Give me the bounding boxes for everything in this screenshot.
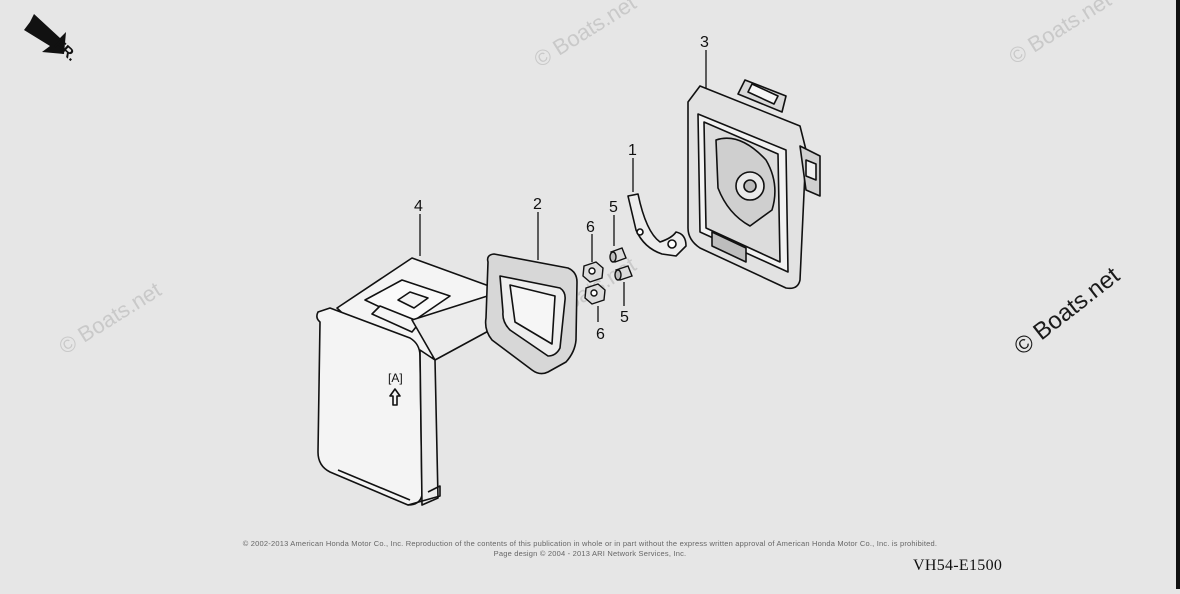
callout-5-upper: 5 bbox=[609, 199, 618, 216]
leader-lines bbox=[419, 50, 707, 322]
collar-upper bbox=[609, 247, 627, 263]
callout-2: 2 bbox=[533, 196, 542, 213]
watermark-text: © Boats.net bbox=[529, 0, 640, 72]
air-cleaner-base bbox=[687, 79, 821, 290]
callout-5-lower: 5 bbox=[620, 309, 629, 326]
background-watermarks: © Boats.net © Boats.net © Boats.net © Bo… bbox=[54, 0, 1115, 359]
collar-lower bbox=[614, 265, 633, 281]
air-filter-element bbox=[484, 253, 578, 375]
watermark-text: © Boats.net bbox=[1004, 0, 1115, 69]
watermark-text: © Boats.net bbox=[54, 277, 165, 359]
nut-upper bbox=[582, 261, 604, 283]
callout-6-lower: 6 bbox=[596, 326, 605, 343]
copyright-line-1: © 2002-2013 American Honda Motor Co., In… bbox=[242, 539, 938, 548]
diagram-code: VH54-E1500 bbox=[913, 557, 1003, 574]
copyright-line-2: Page design © 2004 - 2013 ARI Network Se… bbox=[493, 549, 687, 558]
callout-6-upper: 6 bbox=[586, 219, 595, 236]
front-direction-arrow bbox=[24, 14, 66, 54]
breather-bracket bbox=[627, 193, 687, 257]
cover-marking: [A] bbox=[388, 371, 403, 385]
copyright-notice: © 2002-2013 American Honda Motor Co., In… bbox=[170, 539, 1010, 559]
nut-lower bbox=[584, 283, 606, 305]
right-border bbox=[1176, 0, 1180, 589]
callout-3: 3 bbox=[700, 34, 709, 51]
callout-1: 1 bbox=[628, 142, 637, 159]
callout-4: 4 bbox=[414, 198, 423, 215]
air-cleaner-cover: [A] bbox=[316, 257, 506, 506]
callout-numbers: 1 2 3 4 5 5 6 6 bbox=[414, 34, 709, 343]
boats-watermark: © Boats.net bbox=[1009, 262, 1125, 361]
